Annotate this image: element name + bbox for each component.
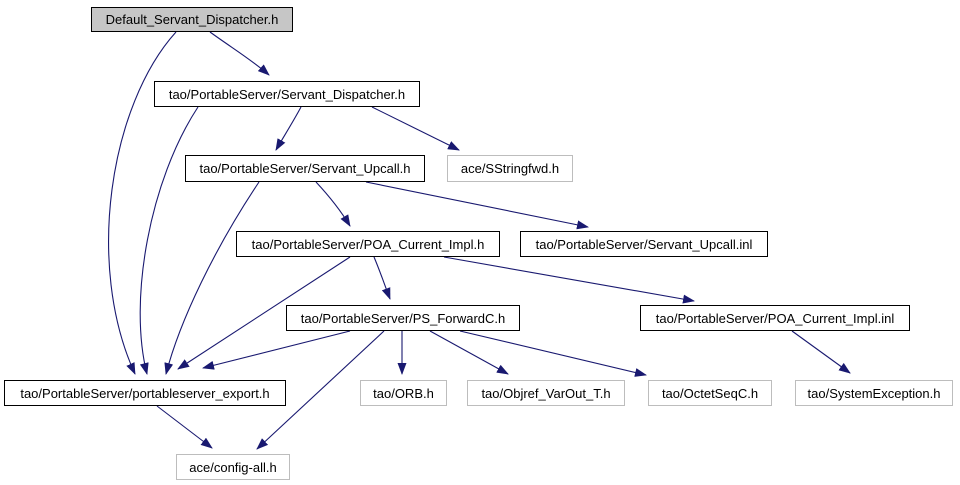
edge-ps_forwardc-to-objref_varout (429, 330, 509, 375)
node-servant_upcall[interactable]: tao/PortableServer/Servant_Upcall.h (185, 155, 425, 182)
edge-poa_current_impl_inl-to-systemexception (791, 330, 851, 374)
edge-default_servant_dispatcher-to-servant_dispatcher (209, 31, 270, 76)
edge-servant_upcall-to-poa_current_impl (315, 181, 351, 227)
edge-portableserver_export-to-config_all (156, 405, 213, 449)
edge-ps_forwardc-to-portableserver_export (202, 330, 351, 370)
edge-servant_dispatcher-to-portableserver_export (139, 106, 199, 375)
edge-servant_dispatcher-to-servant_upcall (275, 106, 302, 151)
node-octetseqc: tao/OctetSeqC.h (648, 380, 772, 406)
node-default_servant_dispatcher: Default_Servant_Dispatcher.h (91, 7, 293, 32)
edge-ps_forwardc-to-octetseqc (459, 330, 647, 377)
edge-poa_current_impl-to-ps_forwardc (373, 256, 391, 300)
node-objref_varout: tao/Objref_VarOut_T.h (467, 380, 625, 406)
node-servant_dispatcher[interactable]: tao/PortableServer/Servant_Dispatcher.h (154, 81, 420, 107)
node-portableserver_export[interactable]: tao/PortableServer/portableserver_export… (4, 380, 286, 406)
node-config_all: ace/config-all.h (176, 454, 290, 480)
node-ps_forwardc[interactable]: tao/PortableServer/PS_ForwardC.h (286, 305, 520, 331)
node-servant_upcall_inl[interactable]: tao/PortableServer/Servant_Upcall.inl (520, 231, 768, 257)
edge-poa_current_impl-to-poa_current_impl_inl (443, 256, 695, 304)
node-poa_current_impl_inl[interactable]: tao/PortableServer/POA_Current_Impl.inl (640, 305, 910, 331)
edge-servant_dispatcher-to-sstringfwd (371, 106, 460, 151)
edge-servant_upcall-to-portableserver_export (164, 181, 260, 375)
edge-servant_upcall-to-servant_upcall_inl (365, 181, 589, 230)
node-systemexception: tao/SystemException.h (795, 380, 953, 406)
node-orb: tao/ORB.h (360, 380, 447, 406)
node-poa_current_impl[interactable]: tao/PortableServer/POA_Current_Impl.h (236, 231, 500, 257)
node-sstringfwd: ace/SStringfwd.h (447, 155, 573, 182)
